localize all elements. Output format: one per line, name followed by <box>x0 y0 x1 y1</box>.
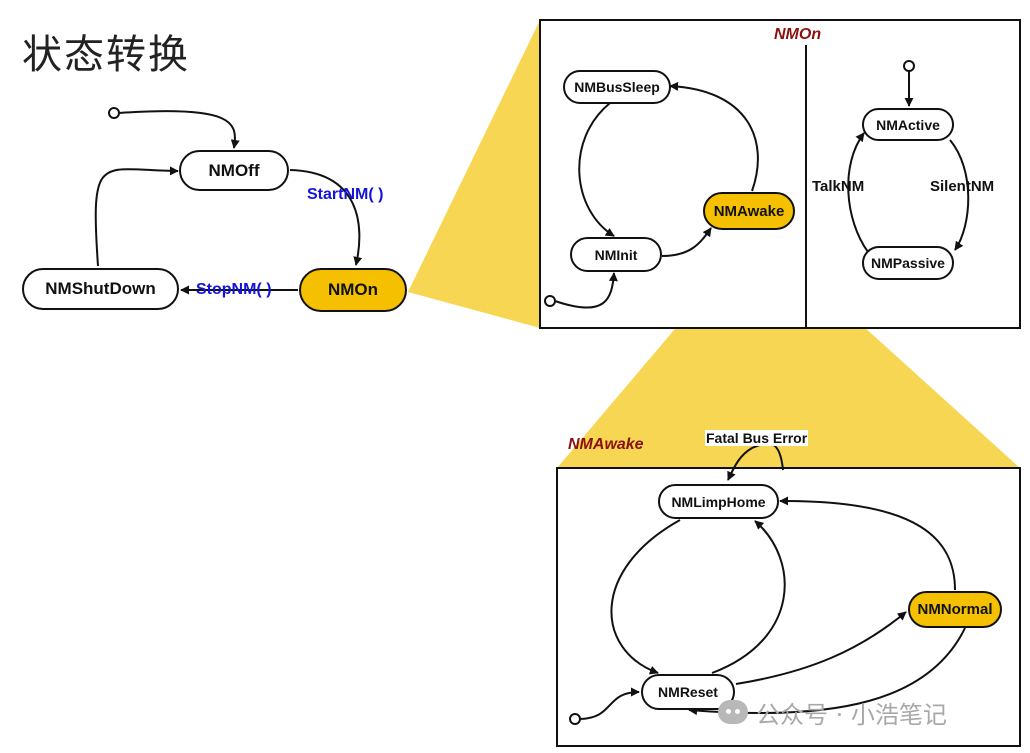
zoom-wedge-nmawake <box>557 231 1020 468</box>
label-stopnm: StopNM( ) <box>196 281 272 298</box>
initial-dot-nmawake <box>569 713 581 725</box>
state-nmpassive: NMPassive <box>862 246 954 280</box>
state-nmshutdown: NMShutDown <box>22 268 179 310</box>
label-silentnm: SilentNM <box>930 178 995 195</box>
state-nmoff: NMOff <box>179 150 289 191</box>
label-talknm: TalkNM <box>812 178 865 195</box>
watermark: 公众号 · 小浩笔记 <box>718 697 947 729</box>
label-nmawake-box: NMAwake <box>568 436 644 453</box>
state-nmlimphome: NMLimpHome <box>658 484 779 519</box>
edge-nmoff-nmon <box>289 169 363 266</box>
state-nmnormal: NMNormal <box>908 591 1002 628</box>
edge-initial-nmreset <box>579 687 640 720</box>
state-nmactive: NMActive <box>862 108 954 141</box>
state-nmawake: NMAwake <box>703 192 795 230</box>
edge-fatal-bus-error <box>727 442 784 481</box>
initial-dot-top <box>108 107 120 119</box>
edge-nmreset-nmnormal <box>735 611 907 685</box>
label-nmon-box: NMOn <box>774 26 822 43</box>
label-startnm: StartNM( ) <box>307 186 384 203</box>
edge-initial-nmoff <box>118 110 240 149</box>
edge-nmbussleep-nminit <box>578 102 615 237</box>
page-title: 状态转换 <box>22 32 190 78</box>
initial-dot-active <box>903 60 915 72</box>
edge-nmpassive-nmactive <box>847 132 869 253</box>
edge-nmlimphome-nmreset <box>610 519 681 675</box>
zoom-wedge-nmon <box>408 20 540 328</box>
state-nmon: NMOn <box>299 268 407 312</box>
edge-nmshutdown-nmoff <box>94 166 179 267</box>
label-fatal-bus-error: Fatal Bus Error <box>705 430 809 446</box>
state-nmbussleep: NMBusSleep <box>563 70 671 104</box>
wechat-icon <box>718 700 748 724</box>
edge-nminit-nmawake <box>661 227 712 257</box>
edge-nmactive-nmpassive <box>949 139 970 251</box>
watermark-text: 公众号 · 小浩笔记 <box>756 700 947 729</box>
edge-nmreset-nmlimphome <box>711 520 786 674</box>
initial-dot-nmon <box>544 295 556 307</box>
edge-nmnormal-nmlimphome <box>779 496 956 591</box>
edge-nmawake-nmbussleep <box>669 81 759 192</box>
state-nminit: NMInit <box>570 237 662 272</box>
edge-initial-nminit <box>554 272 618 309</box>
